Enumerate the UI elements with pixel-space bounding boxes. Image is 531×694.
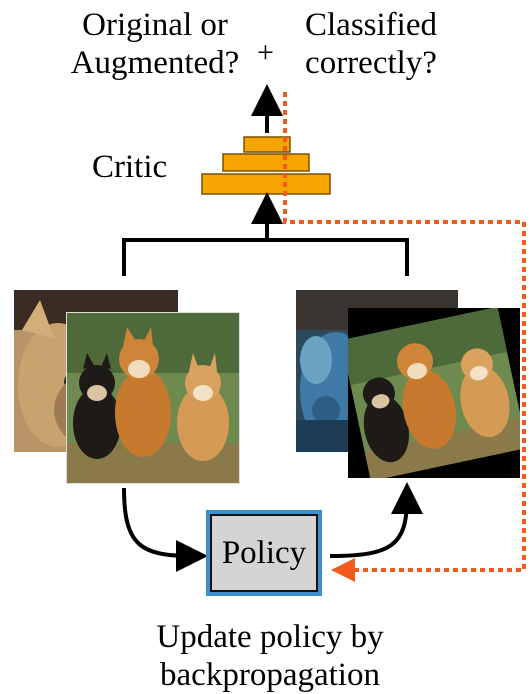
critic-layer-top	[243, 136, 291, 153]
critic-label: Critic	[92, 149, 168, 185]
policy-box: Policy	[206, 510, 322, 596]
caption-line1: Update policy by	[156, 619, 384, 655]
images-to-critic-connector	[122, 238, 409, 276]
plus-sign: +	[257, 36, 274, 69]
policy-label: Policy	[221, 534, 307, 571]
original-or-augmented-question: Original or Augmented?	[50, 6, 260, 82]
backprop-dashed-path	[283, 92, 526, 582]
policy-to-augmented-arrow	[329, 482, 423, 558]
original-image-front	[66, 312, 240, 484]
policy-box-inner: Policy	[210, 514, 318, 592]
images-to-policy-arrow	[122, 487, 208, 572]
question-left-line1: Original or	[82, 7, 228, 43]
shiba-dogs-photo	[67, 313, 239, 483]
augmented-image-front	[348, 308, 520, 478]
rotated-shiba-dogs-photo	[348, 308, 520, 478]
critic-network	[201, 136, 331, 195]
caption-line2: backpropagation	[160, 657, 380, 693]
critic-layer-bottom	[201, 173, 331, 195]
classified-correctly-question: Classified correctly?	[282, 6, 460, 82]
question-right-line2: correctly?	[305, 45, 437, 81]
question-right-line1: Classified	[305, 7, 437, 43]
backprop-caption: Update policy by backpropagation	[80, 618, 460, 694]
question-left-line2: Augmented?	[70, 45, 240, 81]
critic-layer-middle	[222, 153, 310, 172]
